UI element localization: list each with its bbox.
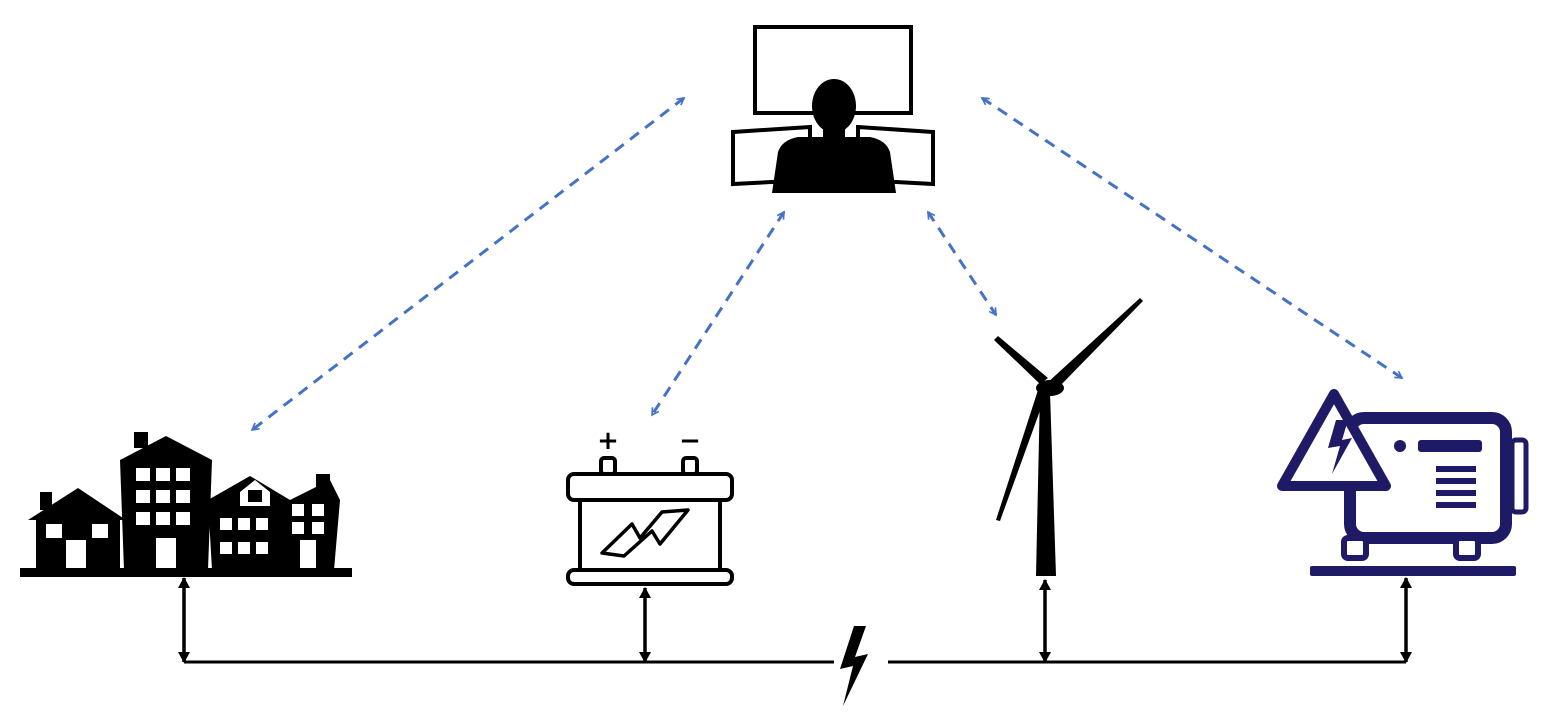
battery-icon: + − — [566, 426, 734, 586]
comm-link-battery — [650, 212, 786, 415]
building-tall — [120, 432, 212, 570]
buildings-icon — [20, 432, 352, 577]
communication-links — [252, 96, 1402, 432]
building-right — [208, 474, 340, 570]
house-left — [28, 488, 126, 570]
operator-workstation-icon — [731, 25, 935, 193]
comm-link-buildings — [252, 96, 684, 432]
wind-turbine-icon — [994, 298, 1143, 576]
lightning-bolt-icon — [840, 626, 868, 706]
comm-link-generator — [982, 96, 1402, 380]
comm-link-wind — [926, 212, 998, 315]
power-bus — [178, 577, 1412, 664]
battery-negative-label: − — [679, 426, 701, 456]
battery-positive-label: + — [597, 426, 619, 456]
generator-icon — [1277, 389, 1529, 576]
